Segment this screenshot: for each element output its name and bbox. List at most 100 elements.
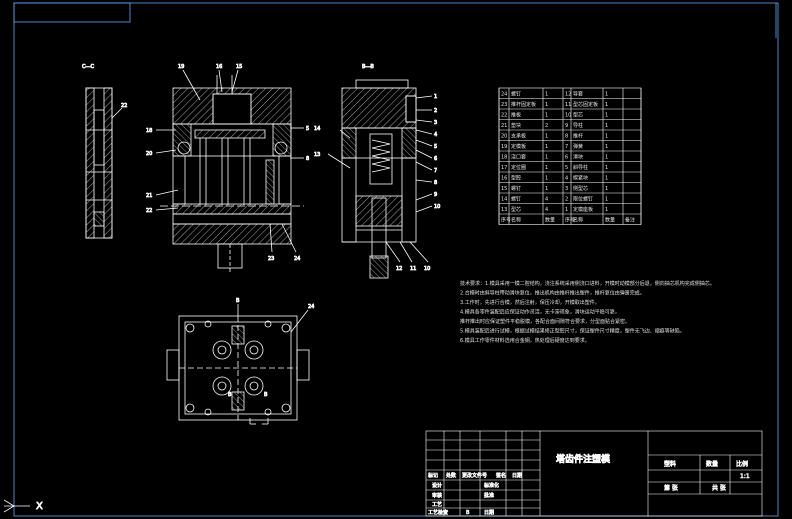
tb-small-3: 更改文件号	[462, 472, 487, 479]
parts-cell: 楔紧块	[573, 175, 588, 182]
parts-cell: 型腔	[511, 175, 521, 182]
parts-cell: 定模座板	[573, 206, 593, 213]
technical-notes: 技术要求：1.模具采用一模二腔结构，浇注系统采用侧浇口进料，开模时动模部分后退，…	[460, 280, 715, 344]
parts-cell: 推杆固定板	[511, 101, 536, 108]
parts-cell: 定模板	[511, 143, 526, 150]
parts-cell: 螺钉	[511, 196, 521, 203]
parts-cell: 1	[545, 176, 548, 182]
parts-cell: 1	[545, 134, 548, 140]
parts-cell: 浇口套	[511, 154, 526, 161]
callout-b8: 8	[434, 180, 437, 186]
tb-approve: 批准	[484, 492, 494, 499]
callout-b4: 4	[434, 132, 437, 138]
plan-view[interactable]: B 24 B B	[166, 298, 315, 425]
parts-cell: 滑块	[573, 154, 583, 161]
tb-sheet-b: 共 张	[712, 484, 726, 492]
parts-cell: 1	[545, 186, 548, 192]
tb-standard: 标准化	[484, 482, 499, 489]
parts-cell: 1	[565, 207, 568, 213]
parts-cell: 8	[565, 134, 568, 140]
section-view-front[interactable]: 19 16 15 18 20 21 22 5 8 23 24	[146, 64, 310, 272]
parts-cell: 型芯	[511, 206, 521, 213]
parts-cell: 24	[501, 92, 507, 98]
tb-scale-label: 比例	[736, 460, 748, 468]
parts-cell: 11	[565, 102, 571, 108]
parts-cell: 1	[605, 102, 608, 108]
parts-cell: 14	[501, 197, 507, 203]
callout-19: 19	[178, 64, 184, 70]
tb-material: 塑料	[664, 460, 676, 468]
tb-process: 工艺	[432, 502, 442, 508]
parts-cell: 侧型芯	[573, 185, 588, 192]
tb-sheet-a: 第 张	[664, 484, 678, 492]
callout-b9: 9	[434, 192, 437, 198]
parts-cell: 定位圈	[511, 164, 526, 171]
parts-cell: 推板	[511, 112, 521, 119]
callout-b7: 7	[434, 168, 437, 174]
ucs-x-label: X	[36, 501, 43, 512]
drawing-title: 塔齿件注塑模	[556, 453, 611, 465]
parts-cell: 型芯	[573, 112, 583, 119]
parts-cell: 7	[565, 144, 568, 150]
parts-cell: 12	[565, 92, 571, 98]
parts-cell: 1	[605, 92, 608, 98]
parts-cell: 2	[545, 123, 548, 129]
note-line: 推杆推出时应保证塑件平稳脱模，各配合面间隙符合要求，分型面贴合紧密。	[460, 318, 630, 325]
tb-date: 日期	[484, 510, 494, 516]
parts-cell: 导柱	[573, 122, 583, 129]
tb-drawing-no: B	[466, 510, 470, 516]
parts-cell: 15	[501, 186, 507, 192]
parts-cell: 型芯固定板	[573, 101, 598, 108]
parts-cell: 1	[545, 155, 548, 161]
callout-11: 11	[410, 266, 416, 272]
parts-cell: 支承板	[511, 133, 526, 140]
parts-cell: 1	[605, 144, 608, 150]
section-c-label: C—C	[82, 64, 94, 70]
section-view-b[interactable]: B—B 14 13 1 2 3 4	[314, 64, 441, 279]
callout-b3: 3	[434, 120, 437, 126]
parts-cell: 1	[605, 123, 608, 129]
parts-cell: 1	[545, 102, 548, 108]
parts-cell: 1	[605, 197, 608, 203]
parts-cell: 1	[605, 113, 608, 119]
parts-cell: 1	[545, 165, 548, 171]
callout-18: 18	[146, 128, 152, 134]
title-block[interactable]: 塔齿件注塑模 标记 处数 更改文件号 签名 日期 设计 审核 工艺 标准化 批准…	[425, 430, 763, 517]
parts-cell: 17	[501, 165, 507, 171]
ucs-icon: X	[3, 499, 43, 512]
callout-8a: 8	[306, 156, 309, 162]
tb-small-4: 签名	[496, 472, 506, 479]
parts-cell: 1	[545, 92, 548, 98]
note-line: 3.工作时，先进行合模，然后注射，保压冷却，开模取出塑件。	[460, 299, 600, 306]
parts-cell: 1	[545, 113, 548, 119]
parts-cell: 1	[605, 186, 608, 192]
section-view-c[interactable]: C—C 22	[82, 64, 128, 239]
parts-cell: 弹簧	[573, 143, 583, 150]
side-mark-b1: B	[228, 392, 232, 398]
callout-12: 12	[396, 266, 402, 272]
parts-cell: 23	[501, 102, 507, 108]
parts-cell: 限位螺钉	[573, 196, 593, 203]
callout-5a: 5	[306, 126, 309, 132]
parts-cell: 2	[565, 197, 568, 203]
parts-cell: 推杆	[573, 133, 583, 140]
parts-cell: 4	[545, 197, 548, 203]
tb-qty: 数量	[706, 460, 718, 468]
callout-b2: 2	[434, 108, 437, 114]
note-line: 6.模具工作零件材料选用合金钢，热处理后硬度达到要求。	[460, 337, 590, 344]
parts-cell: 13	[501, 207, 507, 213]
parts-cell: 螺钉	[511, 91, 521, 98]
parts-cell: 序号	[501, 217, 511, 224]
parts-cell: 数量	[605, 217, 615, 224]
parts-cell: 10	[565, 113, 571, 119]
parts-cell: 1	[605, 207, 608, 213]
note-line: 技术要求：1.模具采用一模二腔结构，浇注系统采用侧浇口进料，开模时动模部分后退，…	[460, 280, 715, 287]
callout-b1: 1	[434, 94, 437, 100]
parts-cell: 螺钉	[511, 185, 521, 192]
parts-cell: 1	[605, 134, 608, 140]
parts-cell: 19	[501, 144, 507, 150]
note-line: 5.模具装配后进行试模，根据试模结果修正型腔尺寸，保证塑件尺寸精度，塑件无飞边、…	[460, 328, 685, 335]
